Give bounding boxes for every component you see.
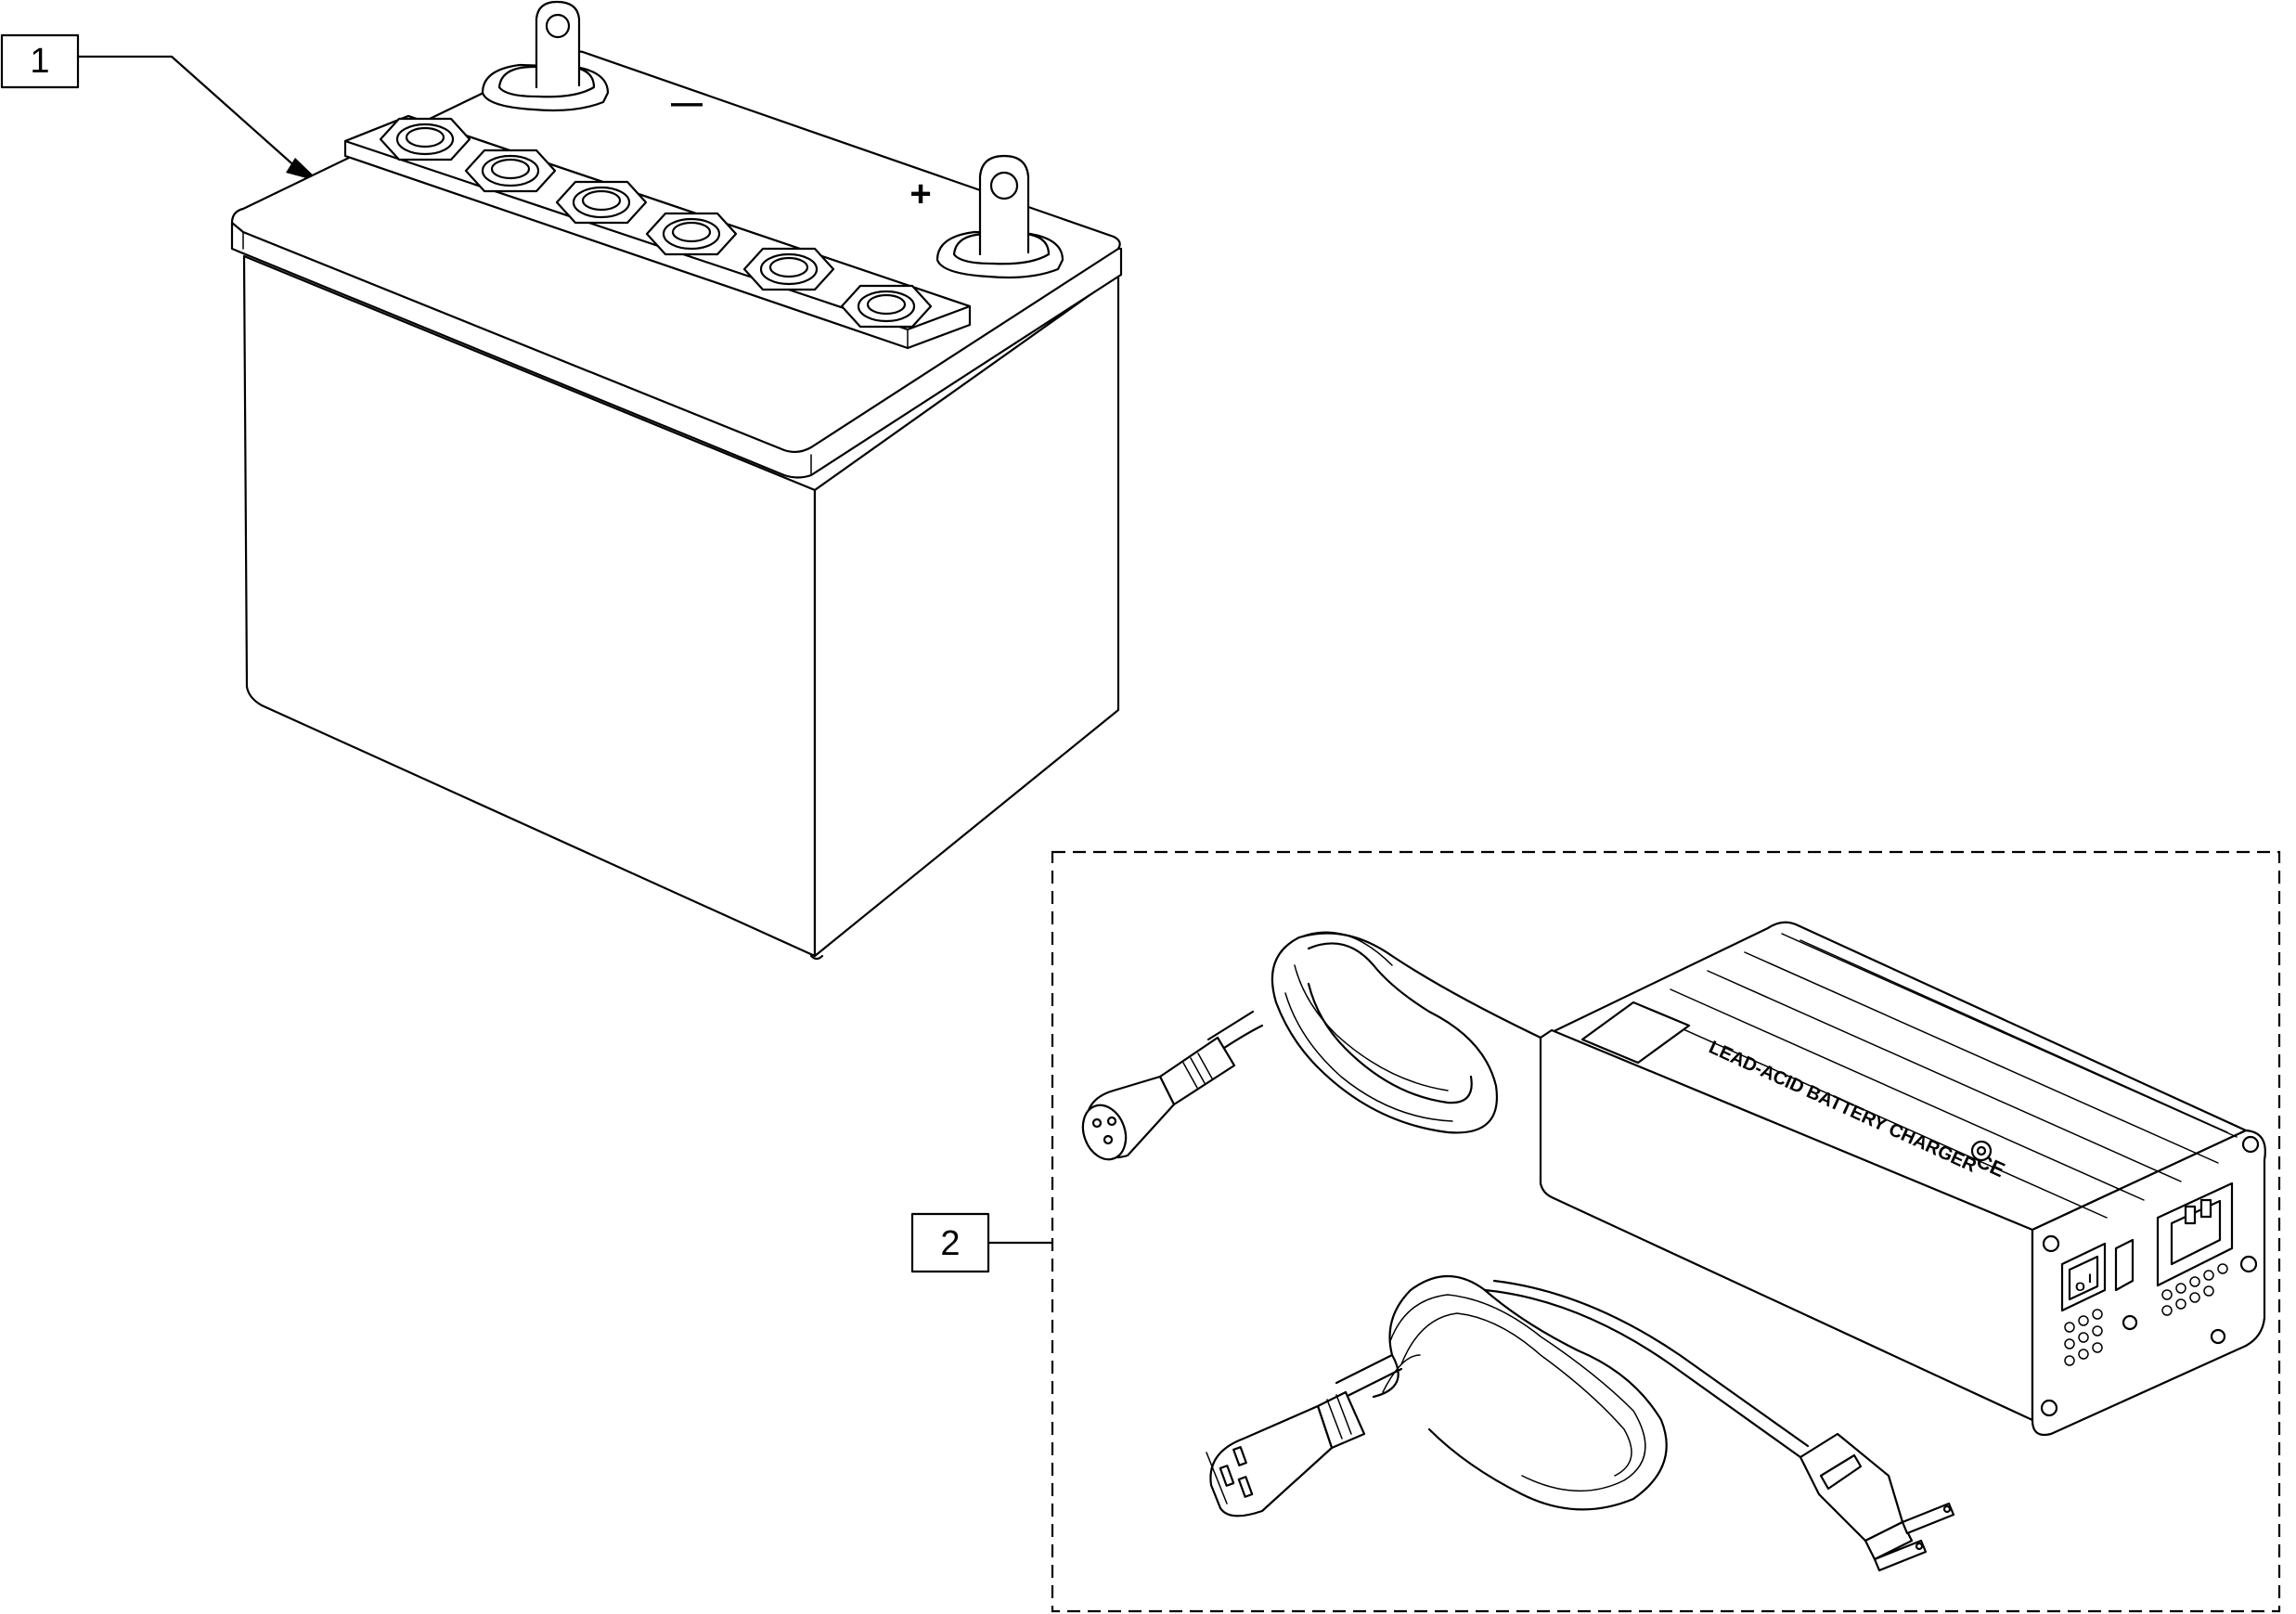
power-led bbox=[1970, 1140, 1993, 1162]
callout-1-number: 1 bbox=[30, 42, 49, 81]
xlr-plug bbox=[1081, 1036, 1236, 1161]
callout-2-number: 2 bbox=[940, 1224, 960, 1263]
switch-off-symbol: O bbox=[2075, 1279, 2085, 1294]
callout-2[interactable]: 2 bbox=[910, 1212, 990, 1273]
ac-power-cord bbox=[1335, 1274, 1810, 1511]
battery-illustration: — + bbox=[230, 0, 1123, 961]
positive-symbol: + bbox=[909, 174, 931, 214]
rocker-switch[interactable]: O I bbox=[2060, 1242, 2107, 1312]
negative-symbol: — bbox=[671, 85, 703, 121]
heatsink-ribs bbox=[1632, 933, 2238, 1219]
callout-1-leader bbox=[76, 55, 320, 182]
brand-logo bbox=[1580, 1001, 1691, 1065]
negative-terminal bbox=[481, 0, 610, 112]
dc-output-cable bbox=[1206, 931, 1542, 1134]
vent-caps bbox=[379, 117, 933, 329]
fuse-holder bbox=[2114, 1238, 2226, 1345]
charger-housing: LEAD-ACID BATTERY CHARGER CE O I bbox=[1539, 921, 2266, 1437]
charger-illustration: LEAD-ACID BATTERY CHARGER CE O I bbox=[1081, 921, 2266, 1572]
ac-inlet bbox=[2156, 1181, 2234, 1287]
switch-on-symbol: I bbox=[2088, 1271, 2092, 1285]
battery-body-right-face bbox=[813, 273, 1120, 958]
battery-body-left-face bbox=[242, 254, 817, 958]
callout-1[interactable]: 1 bbox=[0, 33, 80, 89]
positive-terminal bbox=[935, 154, 1064, 279]
nema-plug bbox=[1799, 1432, 1955, 1572]
vent-holes bbox=[2064, 1263, 2228, 1366]
callout-2-group-frame bbox=[1051, 850, 2281, 1613]
iec-connector bbox=[1206, 1390, 1366, 1517]
